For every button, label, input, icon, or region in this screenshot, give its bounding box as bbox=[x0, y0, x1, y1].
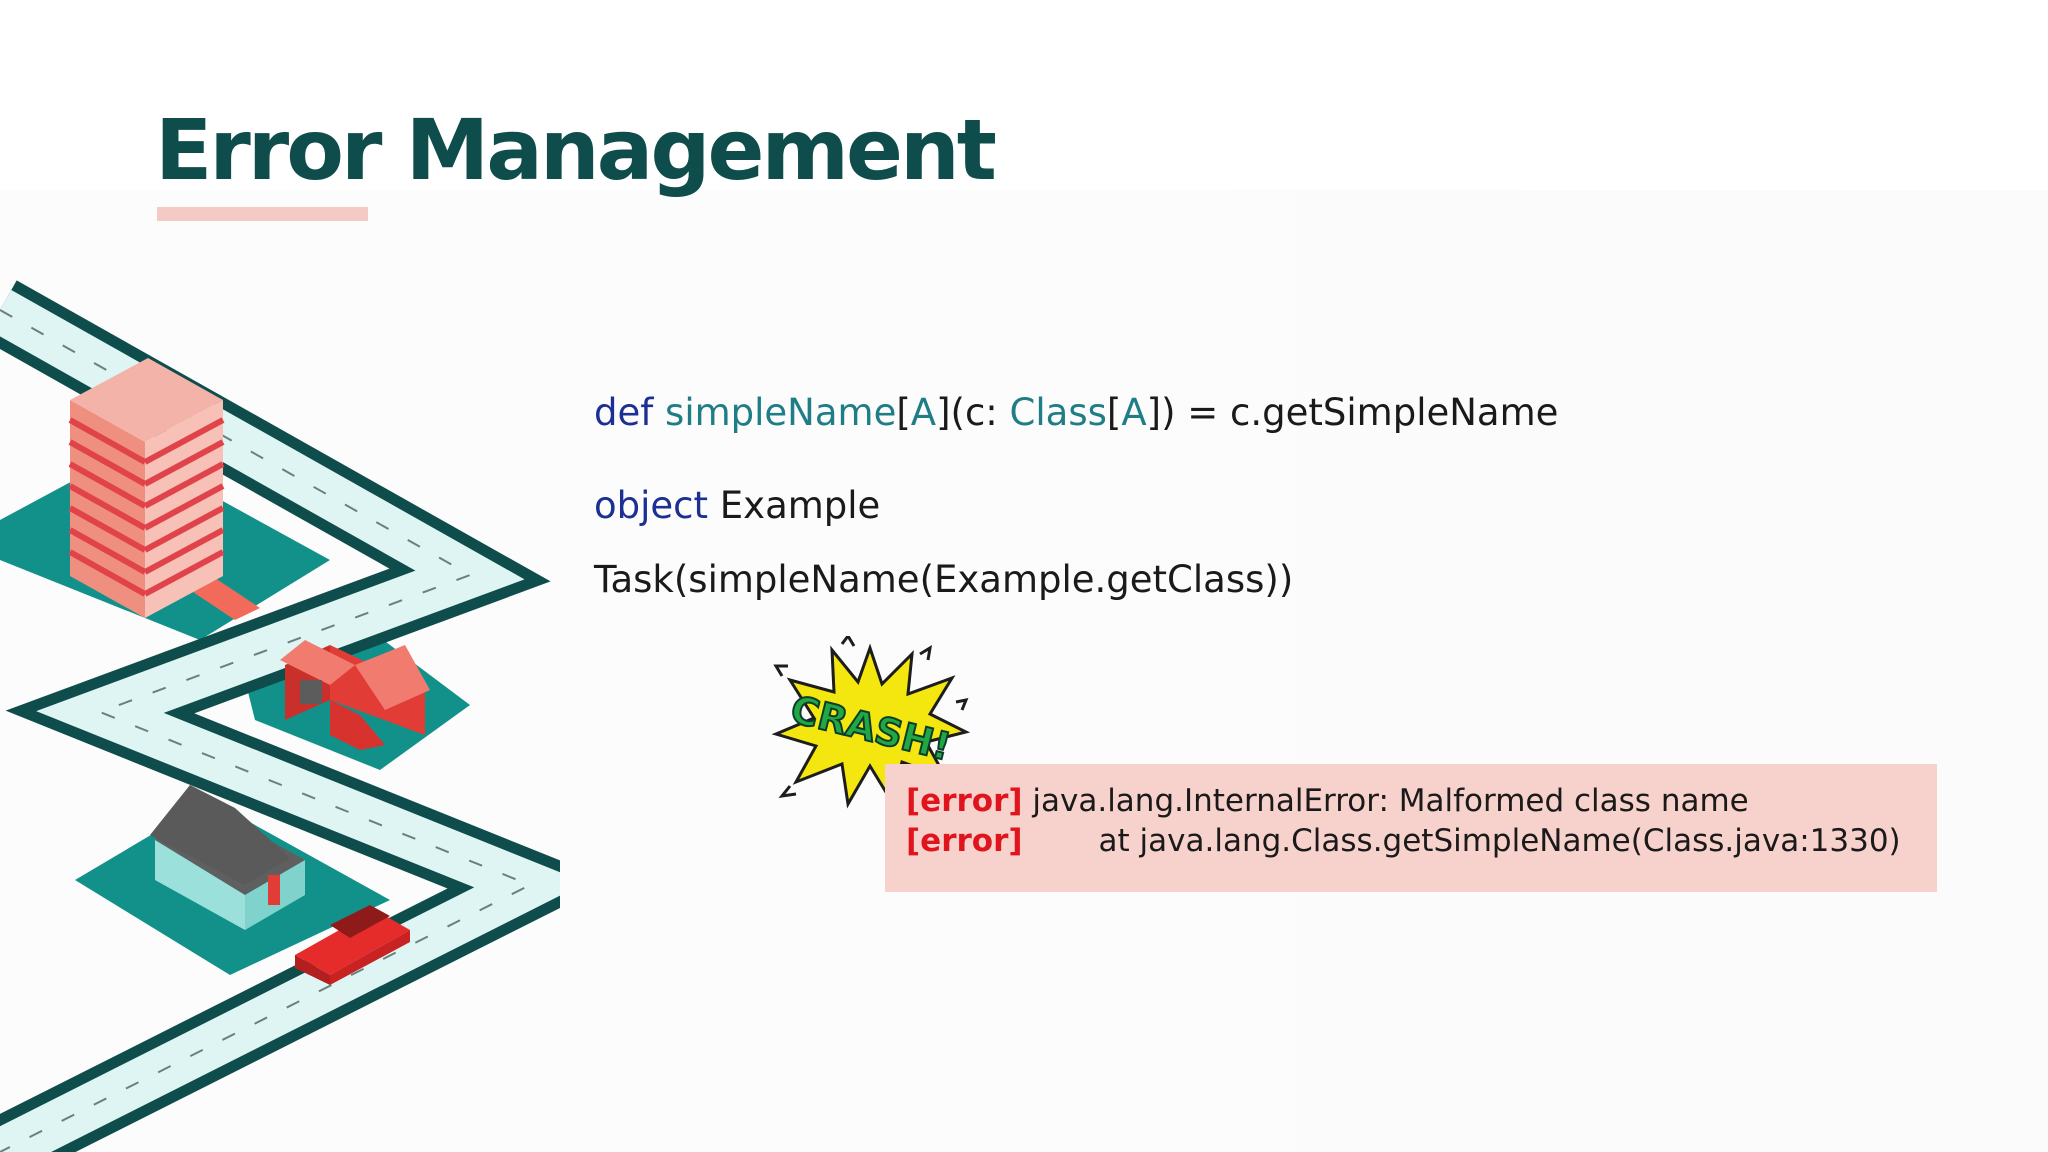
function-name: simpleName bbox=[665, 391, 897, 434]
object-name: Example bbox=[708, 484, 881, 527]
keyword-object: object bbox=[594, 484, 709, 527]
red-car bbox=[295, 905, 410, 985]
error-tag: [error] bbox=[906, 823, 1023, 859]
title-underline bbox=[157, 207, 368, 221]
code-line-object: object Example bbox=[594, 484, 880, 528]
type-param: A bbox=[1121, 391, 1147, 434]
teal-house bbox=[150, 785, 305, 930]
code-punct: ]) = c.getSimpleName bbox=[1146, 391, 1559, 434]
error-output-box: [error] java.lang.InternalError: Malform… bbox=[885, 764, 1937, 892]
code-punct: [ bbox=[1106, 391, 1122, 434]
error-line: [error] java.lang.InternalError: Malform… bbox=[906, 782, 1749, 820]
error-line: [error] at java.lang.Class.getSimpleName(… bbox=[906, 822, 1901, 860]
error-stack-frame: at java.lang.Class.getSimpleName(Class.j… bbox=[1098, 823, 1901, 859]
red-house bbox=[280, 640, 430, 750]
error-tag: [error] bbox=[906, 783, 1023, 819]
code-punct: [ bbox=[896, 391, 911, 434]
tower-building bbox=[68, 358, 225, 618]
slide-title: Error Management bbox=[155, 101, 997, 199]
class-type: Class bbox=[1009, 391, 1107, 434]
city-road-illustration bbox=[0, 280, 560, 1152]
error-message: java.lang.InternalError: Malformed class… bbox=[1022, 783, 1749, 819]
code-line-task: Task(simpleName(Example.getClass)) bbox=[594, 558, 1294, 601]
keyword-def: def bbox=[594, 391, 654, 434]
code-line-def: def simpleName[A](c: Class[A]) = c.getSi… bbox=[594, 391, 1558, 435]
code-punct: ](c: bbox=[936, 391, 1010, 434]
type-param: A bbox=[910, 391, 937, 434]
